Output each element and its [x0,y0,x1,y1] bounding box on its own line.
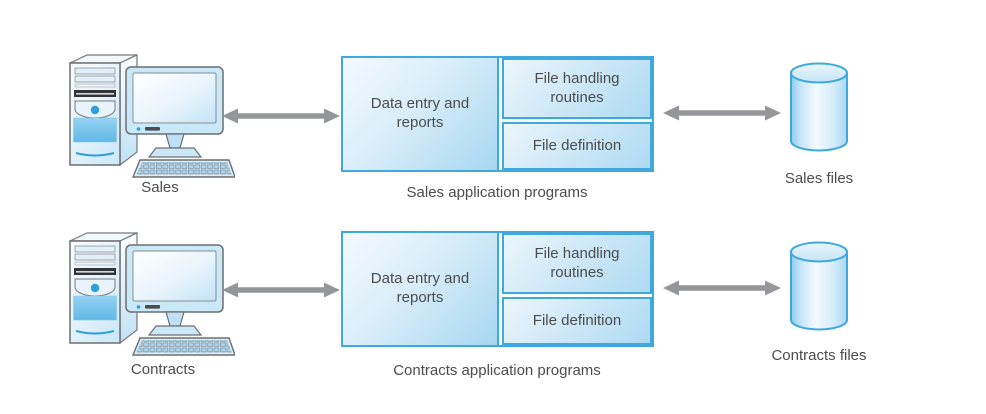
bidirectional-arrow-icon [220,281,342,299]
desktop-computer-icon [60,228,235,356]
desktop-computer-icon [60,50,235,178]
file-handling-label: File handling routines [534,244,620,281]
data-entry-cell: Data entry and reports [343,233,499,345]
files-label: Sales files [784,170,854,187]
application-programs-box: Data entry and reports File handling rou… [341,231,654,347]
database-cylinder-icon [788,240,850,334]
file-definition-cell: File definition [502,297,652,345]
bidirectional-arrow-icon [661,104,783,122]
file-routines-column: File handling routines File definition [499,58,652,170]
file-definition-cell: File definition [502,122,652,170]
workstation-label: Contracts [130,361,196,378]
bidirectional-arrow-icon [661,279,783,297]
file-handling-cell: File handling routines [502,233,652,294]
data-entry-label: Data entry and reports [370,95,470,131]
file-handling-cell: File handling routines [502,58,652,119]
file-definition-label: File definition [532,136,622,154]
file-routines-column: File handling routines File definition [499,233,652,345]
data-entry-cell: Data entry and reports [343,58,499,170]
application-programs-caption: Sales application programs [406,184,588,201]
application-programs-caption: Contracts application programs [393,362,601,379]
bidirectional-arrow-icon [220,107,342,125]
file-definition-label: File definition [532,311,622,329]
workstation-label: Sales [141,179,179,196]
files-label: Contracts files [771,347,867,364]
database-cylinder-icon [788,61,850,155]
file-handling-label: File handling routines [534,69,620,106]
data-entry-label: Data entry and reports [370,270,470,306]
application-programs-box: Data entry and reports File handling rou… [341,56,654,172]
